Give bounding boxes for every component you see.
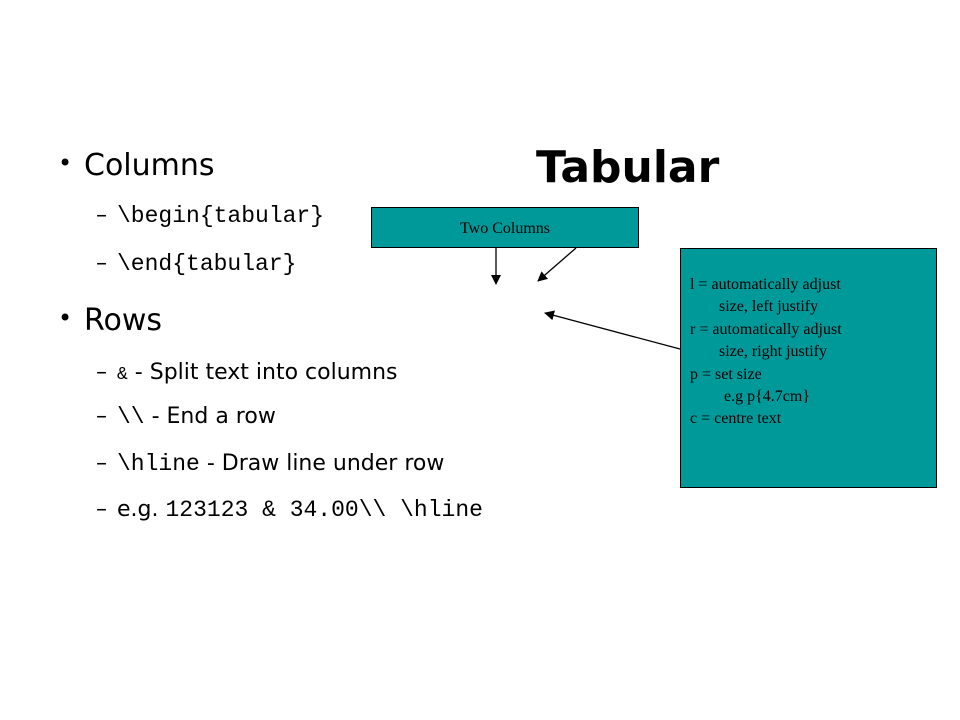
end-command: \end{tabular}	[117, 251, 297, 277]
legend-line-c: c = centre text	[690, 410, 782, 428]
dash-icon: –	[96, 497, 107, 522]
arrow-two-columns-right	[537, 247, 577, 282]
legend-line-r: r = automatically adjust	[690, 320, 842, 338]
legend-line-p-detail: e.g p{4.7cm}	[724, 388, 811, 406]
bullet-icon: •	[58, 149, 73, 177]
row-item-code: \\	[117, 404, 145, 430]
row-item-split: – & - Split text into columns	[96, 360, 398, 385]
row-item-code: &	[117, 365, 128, 385]
bullet-columns: • Columns	[58, 148, 215, 183]
columns-begin-item: – \begin{tabular}	[96, 203, 324, 229]
row-item-text: - Draw line under row	[199, 451, 445, 476]
bullet-rows: • Rows	[58, 303, 162, 338]
bullet-columns-label: Columns	[84, 148, 215, 183]
dash-icon: –	[96, 251, 107, 276]
legend-line-r-detail: size, right justify	[719, 343, 827, 361]
row-item-end-row: – \\ - End a row	[96, 404, 276, 430]
columns-end-item: – \end{tabular}	[96, 251, 296, 277]
two-columns-callout: Two Columns	[371, 207, 639, 248]
dash-icon: –	[96, 203, 107, 228]
row-item-example: – e.g. 123123 & 34.00\\ \hline	[96, 497, 483, 523]
begin-command: \begin{tabular}	[117, 203, 325, 229]
dash-icon: –	[96, 360, 107, 385]
legend-line-l-detail: size, left justify	[719, 298, 819, 316]
example-code: 123123 & 34.00\\ \hline	[165, 497, 483, 523]
legend-line-l: l = automatically adjust	[690, 276, 841, 293]
row-item-hline: – \hline - Draw line under row	[96, 451, 444, 477]
bullet-rows-label: Rows	[84, 303, 163, 338]
slide-title: Tabular	[536, 142, 720, 193]
row-item-text: - End a row	[144, 404, 276, 429]
example-prefix: e.g.	[117, 497, 166, 522]
dash-icon: –	[96, 404, 107, 429]
bullet-icon: •	[58, 304, 73, 332]
column-spec-legend-callout: l = automatically adjust size, left just…	[680, 248, 937, 488]
dash-icon: –	[96, 451, 107, 476]
row-item-code: \hline	[117, 451, 200, 477]
arrow-legend	[544, 310, 681, 350]
row-item-text: - Split text into columns	[127, 360, 398, 385]
legend-line-p: p = set size	[690, 365, 762, 383]
